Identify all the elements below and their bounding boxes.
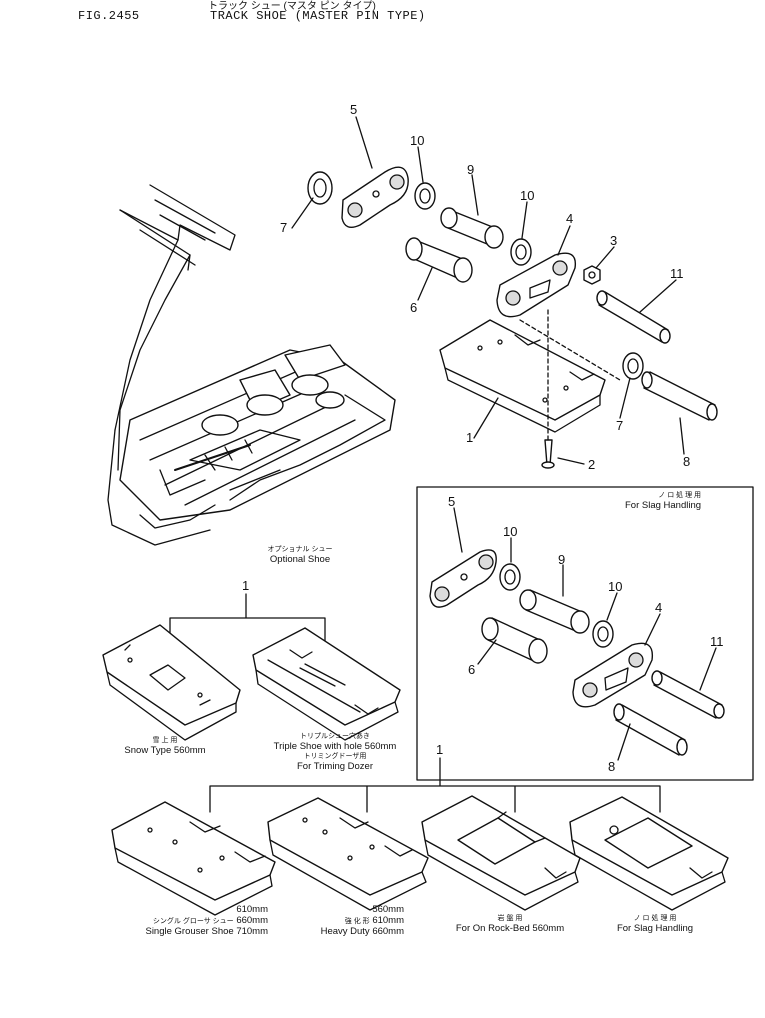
bushing-part-9 bbox=[440, 207, 504, 249]
rock-bed-jp: 岩 盤 用 bbox=[497, 915, 523, 922]
snow-type-jp: 雪 上 用 bbox=[152, 737, 178, 744]
slag-handling-en: For Slag Handling bbox=[616, 923, 694, 934]
callout-10: 10 bbox=[410, 133, 424, 148]
heavy-duty-size-2: 610mm bbox=[372, 915, 404, 926]
inset-callout-10: 10 bbox=[503, 524, 517, 539]
nut-part-3 bbox=[583, 265, 601, 285]
inset-seal-10b bbox=[592, 620, 614, 648]
rock-bed-label: 岩 盤 用 For On Rock-Bed 560mm bbox=[440, 914, 580, 934]
options-bracket-top bbox=[169, 593, 326, 653]
single-grouser-label: 610mm シングル グローサ シュー 660mm Single Grouser… bbox=[110, 904, 268, 937]
callout-9: 9 bbox=[467, 162, 474, 177]
slag-handling-label: ノ ロ 処 理 用 For Slag Handling bbox=[595, 914, 715, 934]
callout-7: 7 bbox=[280, 220, 287, 235]
inset-callout-10b: 10 bbox=[608, 579, 622, 594]
optional-shoe-label: オプショナル シュー Optional Shoe bbox=[240, 545, 360, 565]
bushing-part-6 bbox=[405, 237, 473, 283]
callout-5: 5 bbox=[350, 102, 357, 117]
bolt-part-2 bbox=[541, 439, 555, 469]
seal-part-10b bbox=[510, 238, 532, 266]
single-grouser-jp: シングル グローサ シュー bbox=[152, 918, 234, 925]
inset-pin-8 bbox=[613, 703, 688, 756]
inset-callout-5: 5 bbox=[448, 494, 455, 509]
callout-6: 6 bbox=[410, 300, 417, 315]
inset-seal-10 bbox=[499, 563, 521, 591]
options-bracket-bottom bbox=[209, 757, 661, 813]
seal-part-7 bbox=[307, 171, 333, 205]
inset-link-4 bbox=[572, 642, 654, 708]
inset-frame bbox=[416, 486, 754, 781]
rock-bed-en: For On Rock-Bed 560mm bbox=[455, 923, 565, 934]
figure-number: FIG.2455 bbox=[78, 9, 140, 23]
shoe-heavy-duty bbox=[267, 797, 429, 911]
callout-2: 2 bbox=[588, 457, 595, 472]
pin-part-8 bbox=[641, 371, 718, 421]
heavy-duty-jp: 強 化 形 bbox=[344, 918, 370, 925]
inset-label-en: For Slag Handling bbox=[625, 500, 702, 511]
inset-label-jp: ノ ロ 処 理 用 bbox=[658, 492, 702, 499]
inset-callout-4: 4 bbox=[655, 600, 662, 615]
track-assembly-illustration bbox=[107, 184, 396, 546]
snow-type-en: Snow Type 560mm bbox=[124, 745, 206, 756]
triple-shoe-en: Triple Shoe with hole 560mm bbox=[273, 741, 397, 752]
seal-part-10 bbox=[414, 182, 436, 210]
figure-title: TRACK SHOE (MASTER PIN TYPE) bbox=[210, 9, 426, 23]
heavy-duty-en: Heavy Duty 660mm bbox=[320, 926, 404, 937]
shoe-slag-handling bbox=[569, 796, 729, 911]
callout-4: 4 bbox=[566, 211, 573, 226]
options-callout-1b: 1 bbox=[436, 742, 443, 757]
callout-7b: 7 bbox=[616, 418, 623, 433]
inset-label: ノ ロ 処 理 用 For Slag Handling bbox=[625, 491, 701, 511]
inset-link-5 bbox=[429, 549, 497, 608]
triple-shoe-jp: トリプルシュー穴あき bbox=[300, 733, 370, 740]
inset-callout-11: 11 bbox=[710, 634, 724, 649]
shoe-single-grouser bbox=[111, 801, 276, 916]
figure-title-jp: トラック シュー (マスタ ピン タイプ) bbox=[208, 1, 376, 12]
inset-leader-lines bbox=[453, 507, 717, 761]
inset-pin-11 bbox=[651, 670, 725, 719]
shoe-part-1 bbox=[439, 319, 606, 433]
callout-1: 1 bbox=[466, 430, 473, 445]
triming-dozer-jp: トリミングドーザ用 bbox=[303, 753, 367, 760]
single-grouser-en: Single Grouser Shoe 710mm bbox=[145, 926, 268, 937]
inset-bushing-9 bbox=[519, 589, 590, 634]
single-grouser-size-1: 610mm bbox=[236, 904, 268, 915]
callout-10b: 10 bbox=[520, 188, 534, 203]
callout-8: 8 bbox=[683, 454, 690, 469]
triming-dozer-en: For Triming Dozer bbox=[296, 761, 373, 772]
triple-shoe-label: トリプルシュー穴あき Triple Shoe with hole 560mm ト… bbox=[255, 732, 415, 772]
inset-callout-9: 9 bbox=[558, 552, 565, 567]
slag-handling-jp: ノ ロ 処 理 用 bbox=[633, 915, 677, 922]
shoe-rock-bed bbox=[421, 795, 581, 911]
callout-11: 11 bbox=[670, 266, 684, 281]
callout-3: 3 bbox=[610, 233, 617, 248]
inset-bushing-6 bbox=[481, 617, 548, 664]
link-part-5 bbox=[341, 166, 409, 228]
heavy-duty-size-1: 560mm bbox=[372, 904, 404, 915]
options-callout-1: 1 bbox=[242, 578, 249, 593]
snow-type-label: 雪 上 用 Snow Type 560mm bbox=[105, 736, 225, 756]
optional-shoe-jp: オプショナル シュー bbox=[267, 546, 333, 553]
optional-shoe-en: Optional Shoe bbox=[269, 554, 331, 565]
single-grouser-size-2: 660mm bbox=[236, 915, 268, 926]
link-part-4 bbox=[496, 252, 577, 318]
shoe-snow-type bbox=[102, 624, 241, 741]
main-leader-lines bbox=[291, 116, 685, 465]
inset-callout-8: 8 bbox=[608, 759, 615, 774]
seal-part-7b bbox=[622, 352, 644, 380]
shoe-triple-hole bbox=[252, 627, 401, 741]
heavy-duty-label: 560mm 強 化 形 610mm Heavy Duty 660mm bbox=[300, 904, 404, 937]
pin-part-11 bbox=[596, 290, 671, 344]
inset-callout-6: 6 bbox=[468, 662, 475, 677]
